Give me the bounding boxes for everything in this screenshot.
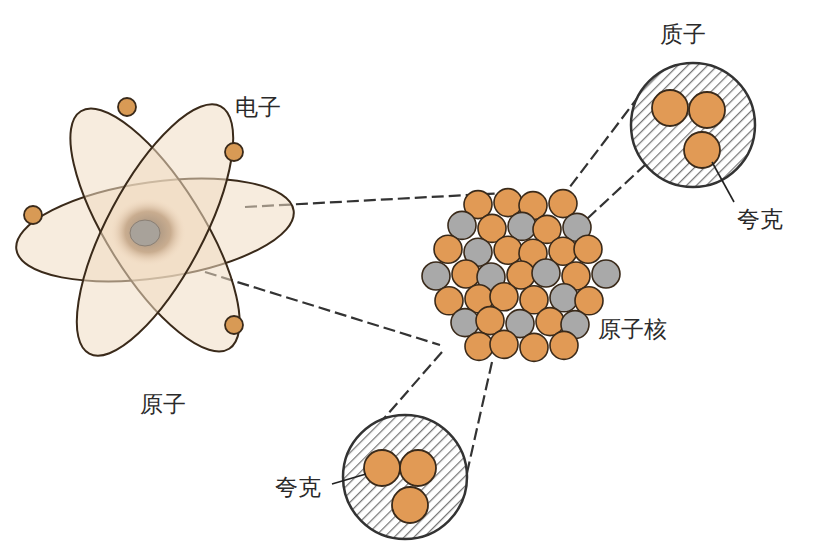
proton-ball: [520, 333, 548, 361]
proton-ball: [490, 330, 518, 358]
nucleus-label: 原子核: [598, 316, 667, 344]
proton-ball: [434, 235, 462, 263]
electrons: [24, 98, 243, 334]
electron-label: 电子: [235, 94, 281, 122]
proton-ball: [465, 332, 493, 360]
proton-ball: [550, 331, 578, 359]
proton-ball: [574, 235, 602, 263]
proton-ball: [452, 260, 480, 288]
neutron-zoom: [332, 415, 467, 539]
proton-ball: [494, 236, 522, 264]
atom: [10, 84, 301, 376]
quark-label: 夸克: [275, 474, 321, 502]
quark-label: 夸克: [737, 206, 783, 234]
neutron-ball: [592, 260, 620, 288]
atom-label: 原子: [140, 391, 186, 419]
proton-label: 质子: [660, 21, 706, 49]
proton-zoom: [631, 63, 755, 202]
nucleus: [422, 189, 620, 362]
neutron-ball: [422, 262, 450, 290]
neutron-ball: [532, 259, 560, 287]
